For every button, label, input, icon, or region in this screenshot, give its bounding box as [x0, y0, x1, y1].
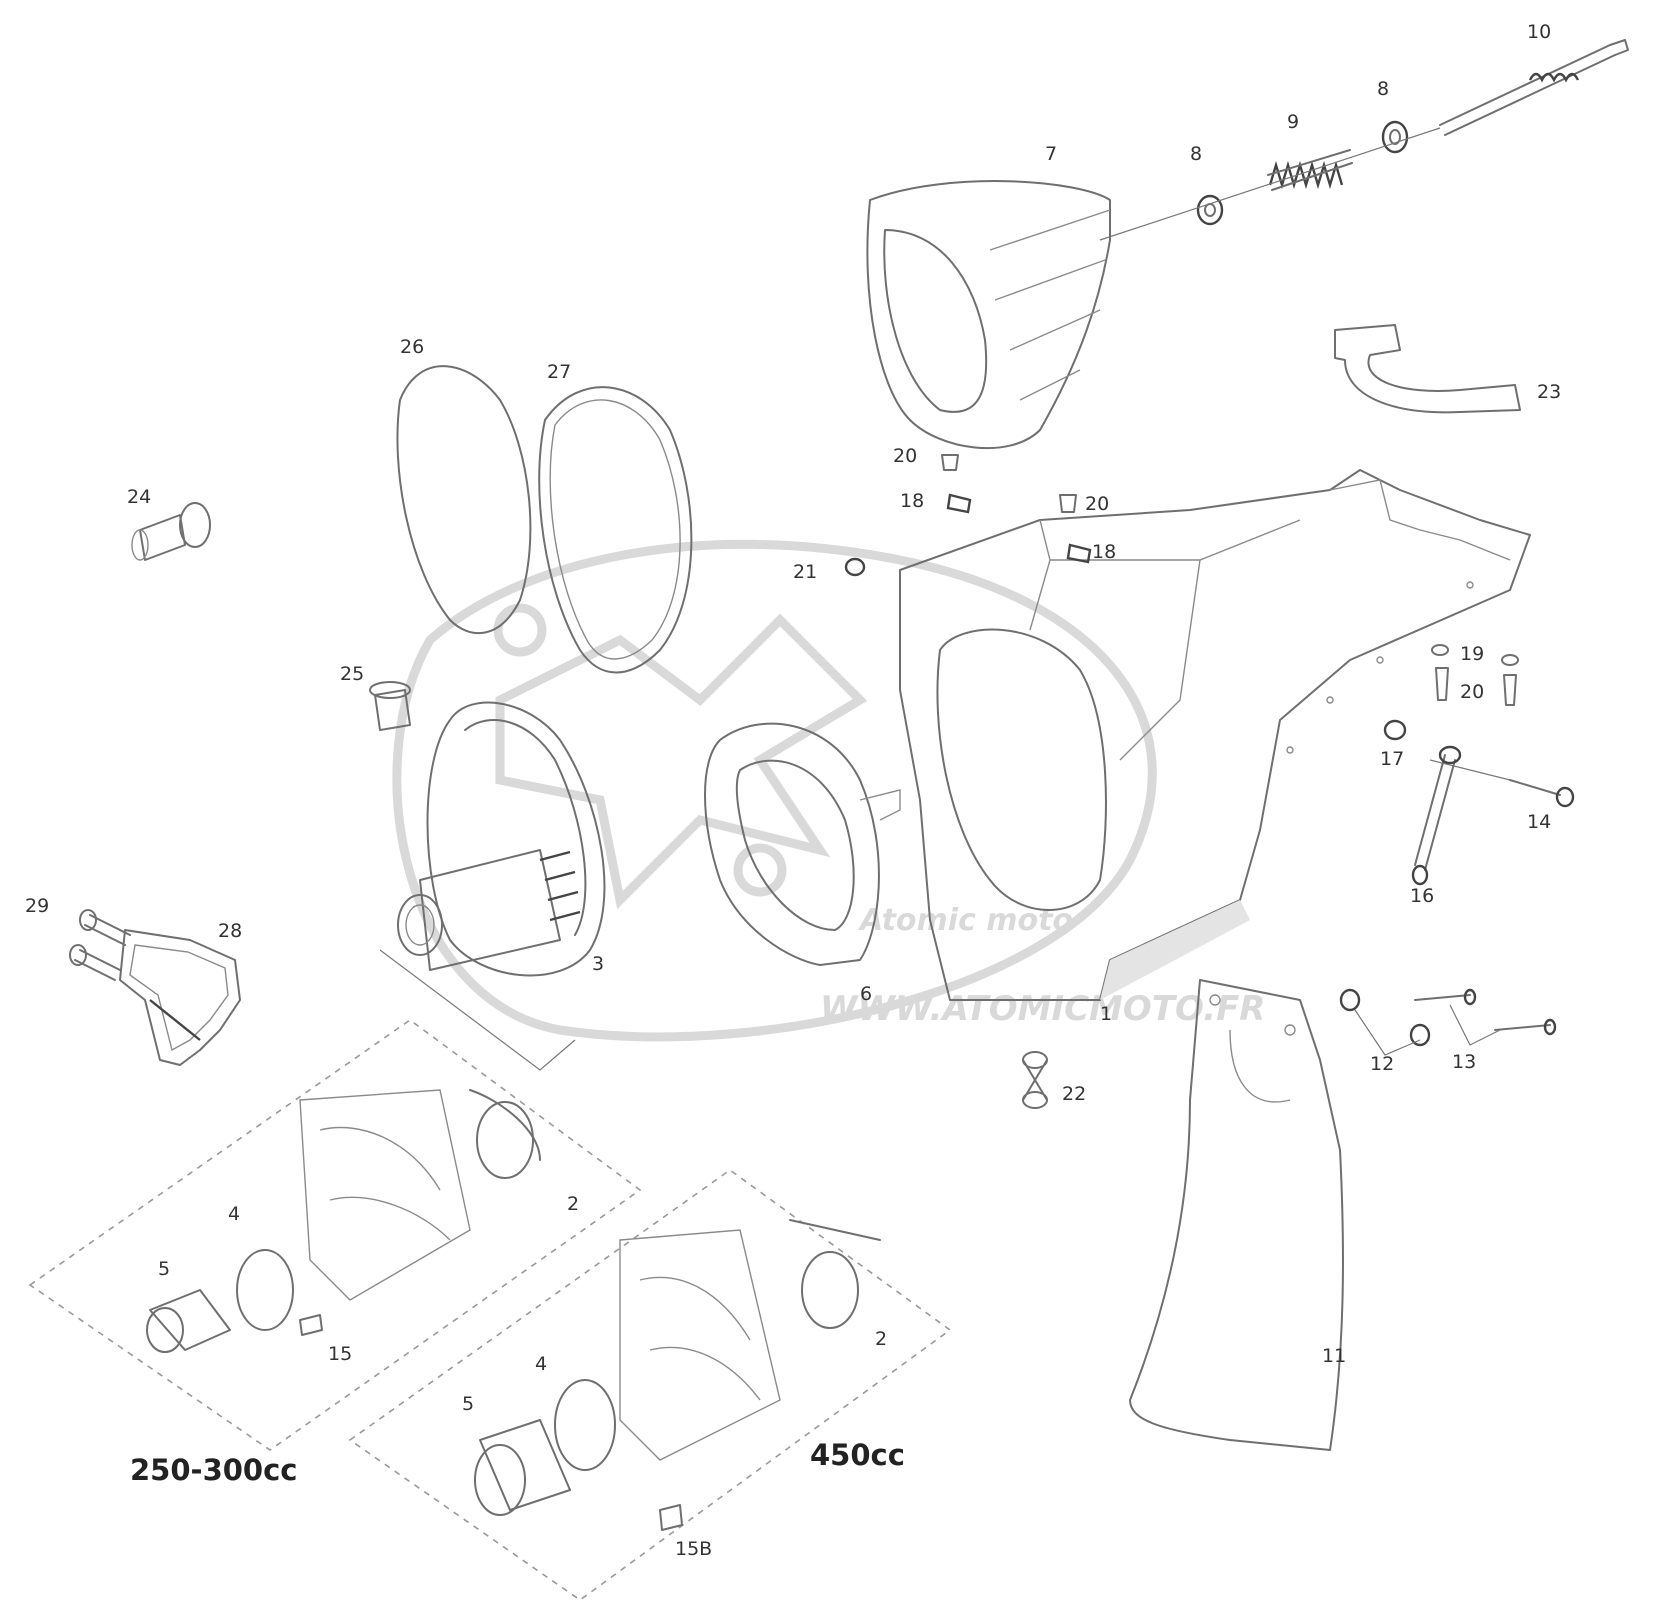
part-seal-26	[396, 365, 532, 634]
callout-2-right: 2	[875, 1328, 887, 1350]
callout-24: 24	[127, 486, 151, 508]
callout-20-middle: 20	[1085, 493, 1109, 515]
part-bolt-10	[1439, 39, 1629, 136]
part-washer-8-top	[1381, 120, 1409, 154]
callout-4-right: 4	[535, 1353, 547, 1375]
part-clips-18	[946, 493, 1092, 564]
callout-7: 7	[1045, 143, 1057, 165]
callout-3: 3	[592, 953, 604, 975]
callout-5-left: 5	[158, 1258, 170, 1280]
callout-29: 29	[25, 895, 49, 917]
callout-14: 14	[1527, 811, 1551, 833]
label-450cc: 450cc	[810, 1438, 905, 1472]
leader-bolt-axis	[1099, 127, 1441, 241]
part-bolt-14	[1429, 759, 1575, 808]
part-spring-9	[1267, 149, 1353, 191]
callout-1: 1	[1100, 1003, 1112, 1025]
watermark-url: WWW.ATOMICMOTO.FR	[820, 989, 1265, 1029]
callout-15: 15	[328, 1343, 352, 1365]
callout-2-left: 2	[567, 1193, 579, 1215]
part-flange-6	[704, 722, 901, 966]
callout-28: 28	[218, 920, 242, 942]
callout-18-upper: 18	[900, 490, 924, 512]
callout-13: 13	[1452, 1051, 1476, 1073]
label-250-300cc: 250-300cc	[130, 1453, 298, 1487]
callout-25: 25	[340, 663, 364, 685]
part-filter-cage-3	[379, 701, 606, 1071]
callout-8-lower: 8	[1190, 143, 1202, 165]
part-screws-29	[69, 909, 131, 981]
callout-22: 22	[1062, 1083, 1086, 1105]
callout-19: 19	[1460, 643, 1484, 665]
callout-15b: 15B	[675, 1538, 712, 1560]
part-breather-cover-28	[119, 929, 241, 1066]
part-screws-20	[941, 454, 1517, 706]
watermark-logo-text: Atomic moto	[858, 903, 1073, 938]
callout-10: 10	[1527, 21, 1551, 43]
watermark-logo: Atomic moto WWW.ATOMICMOTO.FR	[392, 539, 1265, 1042]
callout-23: 23	[1537, 381, 1561, 403]
callout-21: 21	[793, 561, 817, 583]
callout-11: 11	[1322, 1345, 1346, 1367]
part-washer-19	[1431, 644, 1519, 666]
callout-8-upper: 8	[1377, 78, 1389, 100]
callout-12: 12	[1370, 1053, 1394, 1075]
group-250-300cc: 250-300cc	[28, 1019, 642, 1487]
part-grommet-21	[844, 557, 866, 577]
part-plug-25	[369, 681, 411, 731]
part-link-16	[1411, 745, 1462, 886]
callout-9: 9	[1287, 111, 1299, 133]
callout-27: 27	[547, 361, 571, 383]
part-washer-8-lower	[1196, 194, 1224, 226]
callout-17: 17	[1380, 748, 1404, 770]
part-nuts-12	[1339, 988, 1431, 1056]
callout-6: 6	[860, 983, 872, 1005]
part-bolts-13	[1414, 988, 1557, 1046]
callout-numbers: 1 2 2 3 4 4 5 5 6 7 8 8 9 10 11 12 13 14…	[25, 21, 1561, 1560]
callout-20-right: 20	[1460, 681, 1484, 703]
part-fitting-24	[131, 502, 211, 561]
callout-18-lower: 18	[1092, 541, 1116, 563]
callout-5-right: 5	[462, 1393, 474, 1415]
callout-20-upper: 20	[893, 445, 917, 467]
callout-4-left: 4	[228, 1203, 240, 1225]
callout-26: 26	[400, 336, 424, 358]
part-seal-27	[538, 386, 693, 674]
part-bracket-23	[1334, 324, 1521, 414]
group-450cc: 450cc	[348, 1169, 952, 1601]
part-grommet-17	[1383, 719, 1407, 741]
part-mud-flap-11	[1129, 979, 1344, 1451]
part-clamp-22	[1022, 1051, 1048, 1109]
part-air-filter-7	[866, 180, 1111, 450]
callout-16: 16	[1410, 885, 1434, 907]
part-airbox-1	[899, 469, 1531, 1001]
